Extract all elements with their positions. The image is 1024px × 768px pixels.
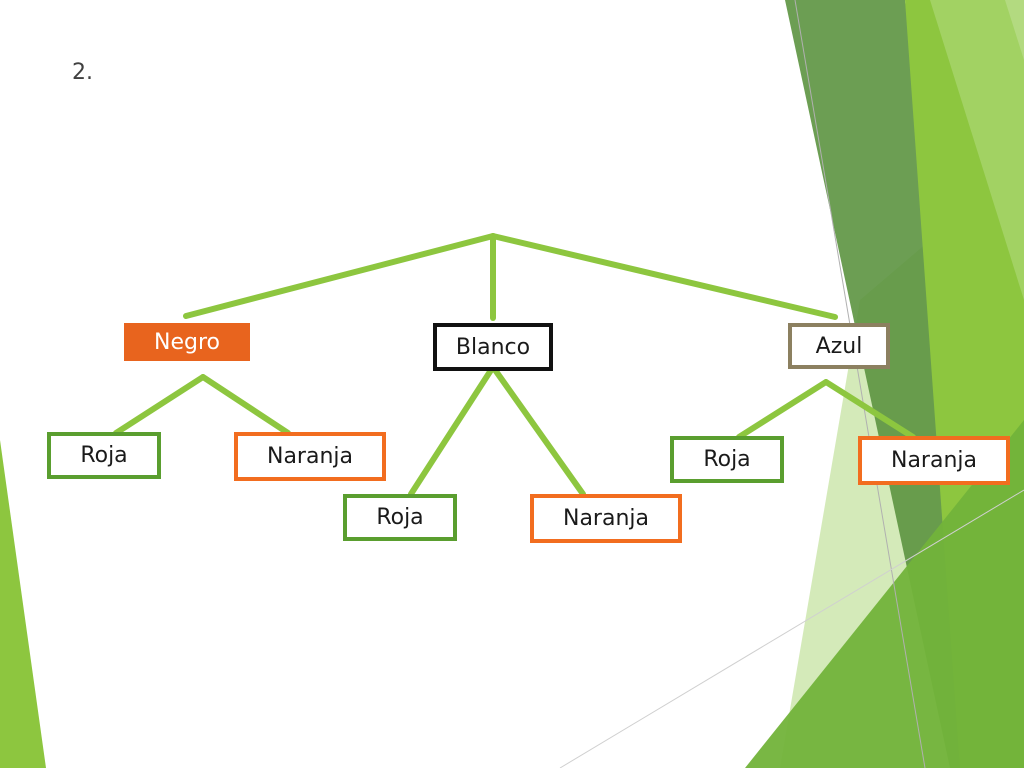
node-label: Azul (815, 333, 863, 359)
connector-azul-naranja (823, 379, 916, 440)
deco-thin-line-2 (559, 489, 1024, 768)
deco-left-strip (0, 440, 46, 768)
deco-bottom-triangle (745, 420, 1024, 768)
node-label: Roja (376, 505, 424, 530)
connector-negro-roja (113, 374, 206, 436)
connector-negro-naranja (200, 374, 291, 436)
connector-blanco-naranja (490, 364, 586, 497)
node-label: Blanco (455, 334, 531, 360)
connector-blanco-roja (408, 364, 496, 497)
leaf-node-negro-roja: Roja (47, 432, 161, 479)
level1-node-negro: Negro (124, 323, 250, 361)
node-label: Roja (80, 443, 128, 468)
connector-root-negro (183, 233, 496, 319)
node-label: Negro (154, 329, 220, 355)
leaf-node-blanco-roja: Roja (343, 494, 457, 541)
connector-root-azul (490, 233, 838, 320)
level1-node-blanco: Blanco (433, 323, 553, 371)
leaf-node-azul-naranja: Naranja (858, 436, 1010, 485)
node-label: Naranja (562, 506, 649, 531)
slide-number: 2. (72, 60, 93, 85)
deco-thin-line-1 (794, 0, 926, 768)
node-label: Naranja (890, 448, 977, 473)
level1-node-azul: Azul (788, 323, 890, 369)
leaf-node-azul-roja: Roja (670, 436, 784, 483)
deco-mid-stripe (930, 0, 1024, 300)
node-label: Naranja (266, 444, 353, 469)
leaf-node-blanco-naranja: Naranja (530, 494, 682, 543)
node-label: Roja (703, 447, 751, 472)
leaf-node-negro-naranja: Naranja (234, 432, 386, 481)
connector-azul-roja (736, 379, 829, 440)
